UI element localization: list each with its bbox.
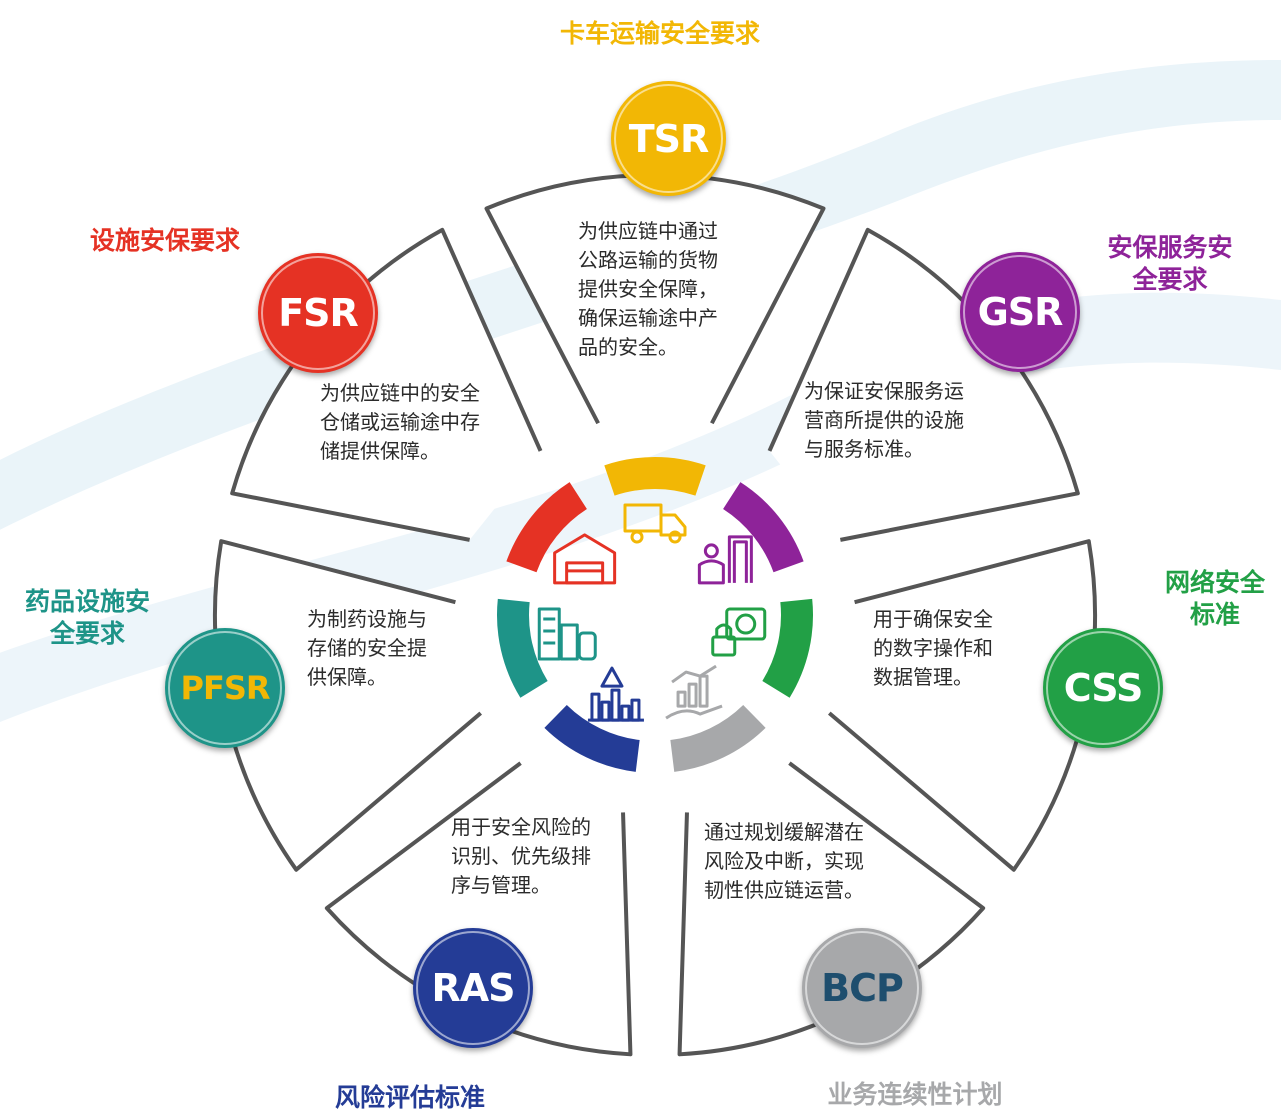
delivery-truck-icon bbox=[623, 503, 687, 544]
badge-code-bcp: BCP bbox=[821, 966, 904, 1010]
inner-colored-arcs bbox=[497, 457, 813, 772]
segment-title-fsr: 设施安保要求 bbox=[89, 226, 240, 255]
segment-title-css: 网络安全 标准 bbox=[1164, 568, 1265, 629]
badge-fsr: FSR bbox=[258, 253, 378, 373]
badge-tsr: TSR bbox=[611, 81, 726, 196]
segment-title-bcp: 业务连续性计划 bbox=[827, 1080, 1003, 1109]
desc-line: 品的安全。 bbox=[578, 335, 678, 359]
inner-arc-tsr bbox=[604, 457, 706, 496]
segment-title-tsr: 卡车运输安全要求 bbox=[559, 19, 760, 48]
desc-line: 为制药设施与 bbox=[307, 607, 427, 631]
desc-line: 仓储或运输途中存 bbox=[320, 410, 480, 434]
desc-line: 为供应链中通过 bbox=[578, 219, 718, 243]
badge-gsr: GSR bbox=[960, 252, 1080, 372]
badge-bcp: BCP bbox=[802, 928, 922, 1048]
risk-bar-chart-icon bbox=[587, 666, 644, 722]
segment-title-ras: 风险评估标准 bbox=[334, 1083, 485, 1112]
desc-line: 为保证安保服务运 bbox=[804, 379, 964, 403]
cyber-lock-icon bbox=[711, 607, 767, 657]
segment-desc-pfsr: 为制药设施与存储的安全提供保障。 bbox=[307, 605, 427, 692]
badge-code-tsr: TSR bbox=[628, 116, 710, 161]
segment-title-gsr: 安保服务安 全要求 bbox=[1107, 233, 1233, 294]
segment-desc-fsr: 为供应链中的安全仓储或运输途中存储提供保障。 bbox=[320, 379, 480, 466]
segment-icons bbox=[537, 503, 767, 722]
desc-line: 营商所提供的设施 bbox=[804, 408, 964, 432]
desc-line: 提供安全保障， bbox=[578, 277, 718, 301]
desc-line: 确保运输途中产 bbox=[578, 306, 718, 330]
inner-arc-pfsr bbox=[497, 598, 548, 698]
growth-chart-hand-icon bbox=[665, 664, 723, 720]
segment-outlines bbox=[213, 173, 1097, 1057]
segment-desc-bcp: 通过规划缓解潜在风险及中断，实现韧性供应链运营。 bbox=[704, 818, 864, 905]
inner-arc-gsr bbox=[722, 482, 804, 573]
desc-line: 识别、优先级排 bbox=[451, 844, 591, 868]
segment-desc-gsr: 为保证安保服务运营商所提供的设施与服务标准。 bbox=[804, 377, 964, 464]
desc-line: 公路运输的货物 bbox=[578, 248, 718, 272]
desc-line: 用于安全风险的 bbox=[451, 815, 591, 839]
desc-line: 为供应链中的安全 bbox=[320, 381, 480, 405]
badge-code-gsr: GSR bbox=[977, 290, 1064, 334]
desc-line: 与服务标准。 bbox=[804, 437, 924, 461]
desc-line: 风险及中断，实现 bbox=[704, 849, 864, 873]
inner-arc-css bbox=[762, 598, 813, 698]
badge-pfsr: PFSR bbox=[165, 628, 285, 748]
inner-arc-bcp bbox=[669, 704, 766, 772]
desc-line: 用于确保安全 bbox=[873, 607, 993, 631]
warehouse-icon bbox=[553, 533, 617, 585]
badge-code-ras: RAS bbox=[431, 966, 515, 1010]
segment-desc-css: 用于确保安全的数字操作和数据管理。 bbox=[873, 605, 993, 692]
inner-arc-ras bbox=[544, 704, 641, 772]
desc-line: 通过规划缓解潜在 bbox=[704, 820, 864, 844]
desc-line: 储提供保障。 bbox=[320, 439, 440, 463]
badge-css: CSS bbox=[1043, 628, 1163, 748]
segment-title-pfsr: 药品设施安 全要求 bbox=[24, 587, 150, 648]
desc-line: 的数字操作和 bbox=[873, 636, 993, 660]
badge-code-pfsr: PFSR bbox=[180, 669, 271, 707]
desc-line: 数据管理。 bbox=[873, 665, 973, 689]
desc-line: 序与管理。 bbox=[451, 873, 551, 897]
segment-desc-ras: 用于安全风险的识别、优先级排序与管理。 bbox=[451, 813, 591, 900]
segment-desc-tsr: 为供应链中通过公路运输的货物提供安全保障， 确保运输途中产品的安全。 bbox=[578, 217, 718, 362]
badge-ras: RAS bbox=[413, 928, 533, 1048]
desc-line: 供保障。 bbox=[307, 665, 387, 689]
pharma-building-icon bbox=[537, 607, 597, 661]
inner-arc-fsr bbox=[506, 482, 588, 573]
desc-line: 韧性供应链运营。 bbox=[704, 878, 864, 902]
badge-code-fsr: FSR bbox=[278, 291, 359, 335]
security-guard-scanner-icon bbox=[697, 535, 753, 585]
desc-line: 存储的安全提 bbox=[307, 636, 427, 660]
badge-code-css: CSS bbox=[1063, 666, 1144, 710]
